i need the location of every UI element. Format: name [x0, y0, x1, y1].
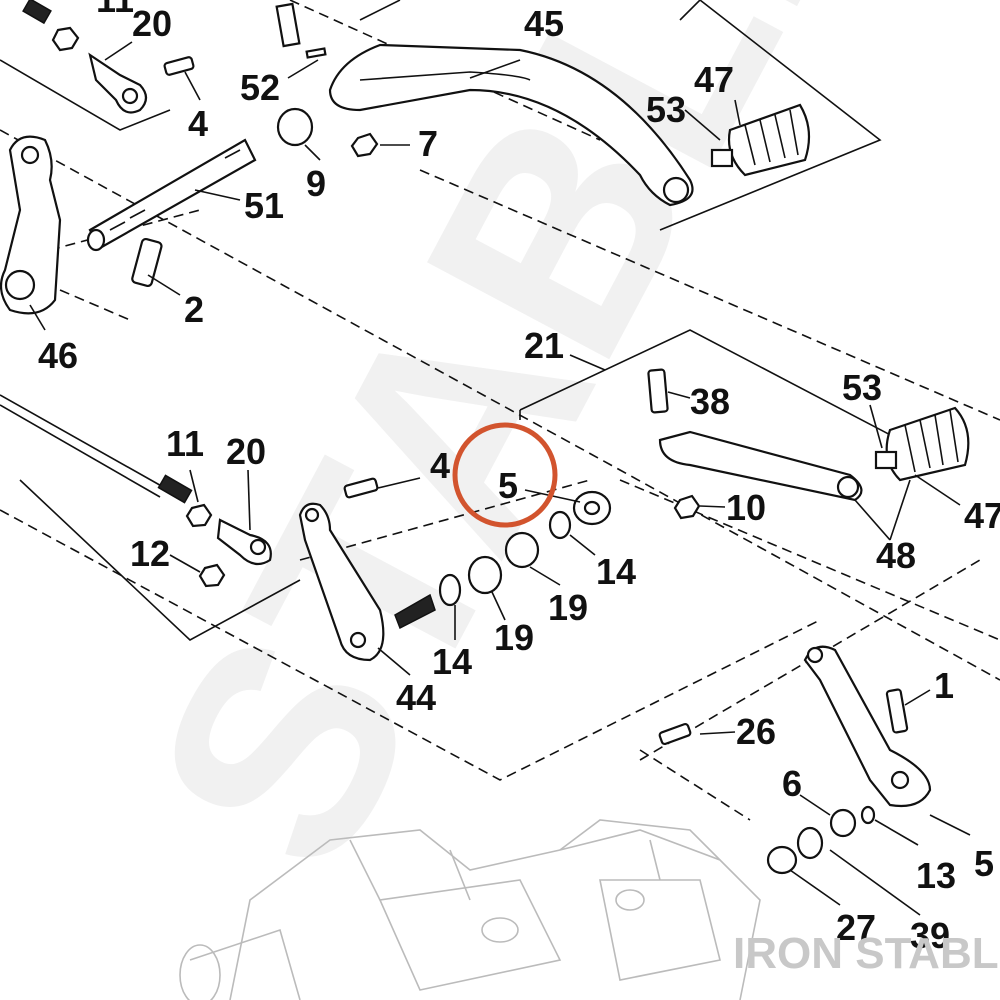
- callout-5-mid: 5: [498, 465, 518, 506]
- callout-38: 38: [690, 381, 730, 422]
- callout-47-top: 47: [694, 59, 734, 100]
- callout-26: 26: [736, 711, 776, 752]
- leader-lines: [29, 41, 971, 916]
- callout-5-low: 5: [974, 843, 994, 884]
- callout-39: 39: [910, 915, 950, 956]
- bushing-top: [276, 107, 379, 158]
- callout-19-b: 19: [494, 617, 534, 658]
- shaft-51: [86, 138, 257, 288]
- callout-10: 10: [726, 487, 766, 528]
- callout-47-mid: 47: [964, 495, 1000, 536]
- callout-11-mid: 11: [166, 423, 204, 464]
- callout-14-b: 14: [432, 641, 472, 682]
- callout-53-top: 53: [646, 89, 686, 130]
- watermark-text: STABLE: [88, 0, 938, 917]
- callout-51: 51: [244, 185, 284, 226]
- callout-12: 12: [130, 533, 170, 574]
- brand-logo-text: IRON STABLE: [733, 929, 1000, 978]
- dashed-guides: [0, 0, 1000, 821]
- highlight-circle: [452, 422, 558, 528]
- callout-20-top: 20: [132, 3, 172, 44]
- peg-mid: [874, 406, 970, 482]
- callout-4-mid: 4: [430, 445, 450, 486]
- callouts: 11 20 4 52 45 9 7 53 47 51 2 46 21 38 53…: [38, 0, 1000, 956]
- shift-lever-heel-top: [328, 43, 694, 207]
- washers-bushings-mid: [438, 490, 612, 607]
- peg-top: [710, 103, 811, 177]
- assembly-boxes: [0, 0, 901, 641]
- callout-6: 6: [782, 763, 802, 804]
- callout-7: 7: [418, 123, 438, 164]
- transmission-housing-ghost: [179, 819, 761, 1000]
- callout-19-a: 19: [548, 587, 588, 628]
- callout-11-top: 11: [96, 0, 134, 20]
- lever-44: [298, 502, 436, 662]
- callout-4-top: 4: [188, 103, 208, 144]
- callout-14-a: 14: [596, 551, 636, 592]
- callout-1: 1: [934, 665, 954, 706]
- callout-44: 44: [396, 677, 436, 718]
- lever-lower-right: [658, 645, 932, 875]
- toe-lever-48: [647, 368, 863, 520]
- callout-46: 46: [38, 335, 78, 376]
- callout-27: 27: [836, 907, 876, 948]
- callout-9: 9: [306, 163, 326, 204]
- callout-2: 2: [184, 289, 204, 330]
- callout-53-mid: 53: [842, 367, 882, 408]
- shift-rod-mid: [0, 394, 379, 588]
- callout-20-mid: 20: [226, 431, 266, 472]
- callout-52: 52: [240, 67, 280, 108]
- callout-48: 48: [876, 535, 916, 576]
- callout-13: 13: [916, 855, 956, 896]
- callout-21: 21: [524, 325, 564, 366]
- callout-45: 45: [524, 3, 564, 44]
- lever-46: [0, 135, 62, 315]
- shift-rod-top: [22, 0, 327, 114]
